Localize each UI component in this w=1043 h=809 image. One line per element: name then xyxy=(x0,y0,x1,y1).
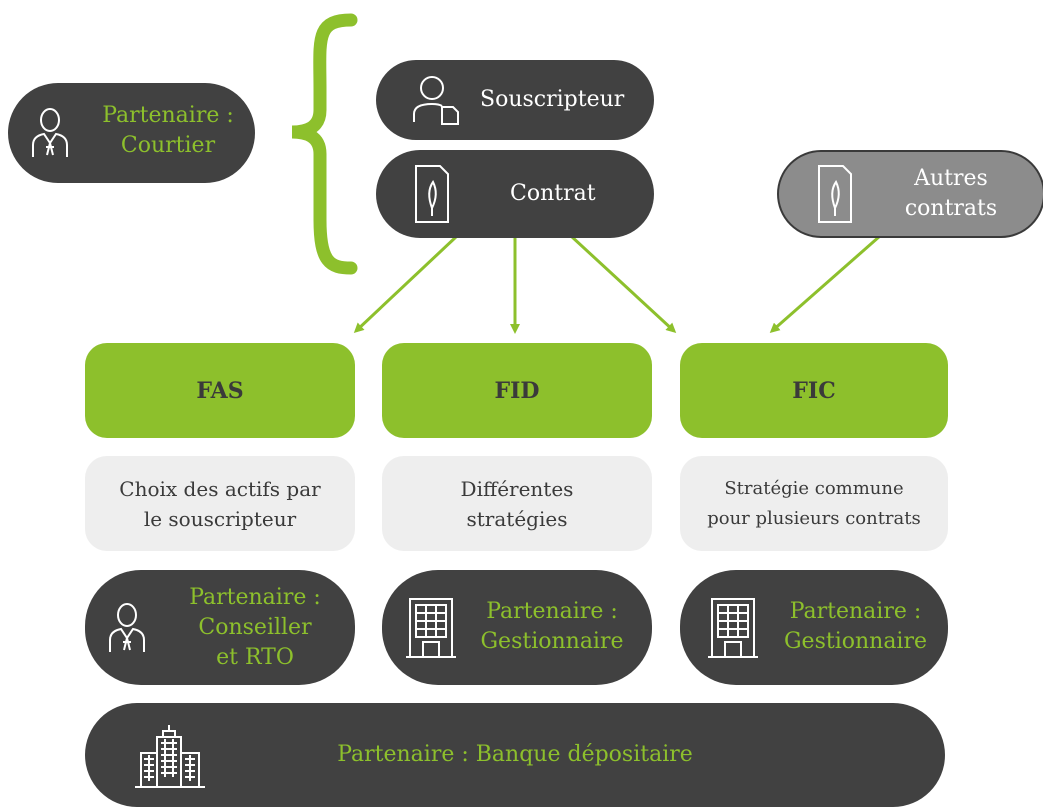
fund-fic-description: Stratégie commune pour plusieurs contrat… xyxy=(680,456,948,551)
partner-courtier: Partenaire : Courtier xyxy=(8,83,255,183)
fund-fid-partner-line1: Partenaire : xyxy=(486,599,618,624)
fund-fas-partner-line3: et RTO xyxy=(216,645,294,670)
user-document-icon xyxy=(413,76,459,125)
fund-fid-partner: Partenaire : Gestionnaire xyxy=(382,570,652,685)
fund-fic-desc-line1: Stratégie commune xyxy=(724,477,904,499)
arrow-contrat-fas xyxy=(353,234,459,334)
fund-fic-partner-line1: Partenaire : xyxy=(789,599,922,624)
fund-fas-desc-line2: le souscripteur xyxy=(143,506,297,531)
node-autres-contrats: Autres contrats xyxy=(777,150,1043,238)
arrow-autres-fic xyxy=(769,234,881,333)
fund-fid-partner-line2: Gestionnaire xyxy=(480,629,624,654)
node-souscripteur: Souscripteur xyxy=(376,60,654,140)
banque-depositaire-label: Partenaire : Banque dépositaire xyxy=(337,742,693,767)
fund-fas-header: FAS xyxy=(85,343,355,438)
city-buildings-icon xyxy=(135,725,205,788)
fund-fid-desc-line1: Différentes xyxy=(460,476,574,501)
businessman-icon xyxy=(109,603,145,652)
fund-fas-title: FAS xyxy=(196,377,244,404)
autres-contrats-line2: contrats xyxy=(904,196,998,221)
fund-fas-partner-line1: Partenaire : xyxy=(189,585,321,610)
fund-fid-title: FID xyxy=(494,377,540,404)
partner-courtier-label: Partenaire : xyxy=(102,103,234,128)
partner-banque-depositaire: Partenaire : Banque dépositaire xyxy=(85,703,945,807)
fund-fid-desc-line2: stratégies xyxy=(466,506,568,531)
businessman-icon xyxy=(32,108,68,157)
fund-fic-partner-line2: Gestionnaire xyxy=(783,629,928,654)
arrow-contrat-fic xyxy=(569,234,677,334)
fund-fas-desc-line1: Choix des actifs par xyxy=(119,476,321,501)
grouping-brace xyxy=(291,13,358,275)
fund-fic-desc-line2: pour plusieurs contrats xyxy=(707,507,921,529)
fund-fid-header: FID xyxy=(382,343,652,438)
contract-document-icon xyxy=(818,165,852,223)
souscripteur-label: Souscripteur xyxy=(480,87,625,112)
partner-courtier-name: Courtier xyxy=(120,133,216,158)
fund-fic-partner: Partenaire : Gestionnaire xyxy=(680,570,948,685)
node-contrat: Contrat xyxy=(376,150,654,238)
fund-fid-description: Différentes stratégies xyxy=(382,456,652,551)
office-building-icon xyxy=(406,598,456,658)
autres-contrats-line1: Autres xyxy=(914,166,988,191)
contract-document-icon xyxy=(415,165,449,223)
contrat-label: Contrat xyxy=(510,181,596,206)
office-building-icon xyxy=(708,598,758,658)
fund-fic-header: FIC xyxy=(680,343,948,438)
fund-fas-partner-line2: Conseiller xyxy=(198,615,312,640)
fund-fas-partner: Partenaire : Conseiller et RTO xyxy=(85,570,355,685)
fund-fic-title: FIC xyxy=(792,377,836,404)
fund-fas-description: Choix des actifs par le souscripteur xyxy=(85,456,355,551)
